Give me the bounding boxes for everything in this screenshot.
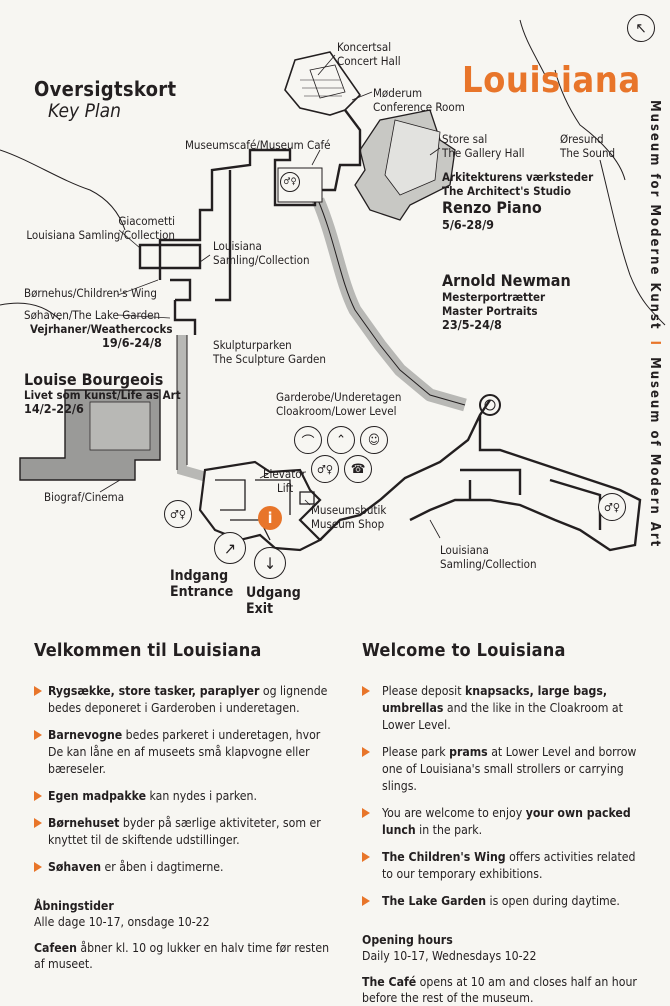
label-bourgeois-subtitle: Livet som kunst/Life as Art [24, 388, 181, 402]
north-wing [210, 109, 362, 207]
coastline-east [599, 159, 666, 326]
danish-item: Egen madpakke kan nydes i parken. [34, 788, 334, 805]
label-arnold-newman: Arnold Newman [442, 271, 571, 290]
coastline-north [519, 19, 626, 181]
danish-item: Rygsække, store tasker, paraplyer og lig… [34, 683, 334, 717]
tagline-separator: I [647, 340, 662, 347]
info-icon: i [258, 506, 282, 530]
stroller-icon: ⌒ [294, 426, 322, 454]
english-item: The Lake Garden is open during daytime. [362, 893, 644, 910]
english-item: The Children's Wing offers activities re… [362, 849, 644, 883]
danish-cafe-note: Cafeen åbner kl. 10 og lukker en halv ti… [34, 941, 330, 971]
english-item: Please park prams at Lower Level and bor… [362, 744, 644, 795]
danish-item: Børnehuset byder på særlige aktiviteter,… [34, 815, 334, 849]
english-column: Welcome to Louisiana Please deposit knap… [362, 640, 644, 1006]
label-childrens-wing: Børnehus/Children's Wing [24, 286, 157, 300]
label-renzo-piano-dates: 5/6-28/9 [442, 217, 495, 232]
label-louise-bourgeois: Louise Bourgeois [24, 370, 164, 389]
entrance-arrow-icon: ↗ [214, 532, 246, 564]
label-bourgeois-dates: 14/2-22/6 [24, 401, 84, 416]
cloakroom-hanger-icon: ⌃ [327, 426, 355, 454]
english-opening-hours: Opening hours Daily 10-17, Wednesdays 10… [362, 933, 537, 963]
east-wing [319, 399, 642, 552]
english-item: Please deposit knapsacks, large bags, um… [362, 683, 644, 734]
label-weathercocks-dates: 19/6-24/8 [102, 335, 162, 350]
map-title-english: Key Plan [48, 100, 121, 122]
label-newman-dates: 23/5-24/8 [442, 317, 502, 332]
tagline-english: Museum of Modern Art [647, 357, 662, 549]
map-title-danish: Oversigtskort [34, 77, 177, 101]
toilets-cafe-icon: ♂♀ [280, 172, 300, 192]
label-cafe: Museumscafé/Museum Café [185, 138, 331, 152]
concert-hall [284, 51, 362, 116]
telephone-icon: ☎ [344, 455, 372, 483]
tagline-danish: Museum for Moderne Kunst [647, 100, 662, 331]
exit-arrow-icon: ↓ [254, 547, 286, 579]
danish-item: Barnevogne bedes parkeret i underetagen,… [34, 727, 334, 778]
english-cafe-note: The Café opens at 10 am and closes half … [362, 975, 637, 1005]
toilets-west-icon: ♂♀ [164, 500, 192, 528]
danish-heading: Velkommen til Louisiana [34, 640, 262, 661]
label-weathercocks: Vejrhaner/Weathercocks [30, 322, 173, 336]
toilets-icon: ♂♀ [311, 455, 339, 483]
danish-column: Velkommen til Louisiana Rygsække, store … [34, 640, 334, 972]
brand-logo: Louisiana [462, 60, 641, 101]
corridor-west [177, 335, 212, 483]
english-heading: Welcome to Louisiana [362, 640, 566, 661]
danish-item: Søhaven er åben i dagtimerne. [34, 859, 334, 876]
contour-west [0, 149, 126, 231]
label-renzo-piano: Renzo Piano [442, 198, 542, 217]
museum-map [0, 19, 666, 552]
contour-west-2 [0, 302, 61, 321]
label-lake-garden: Søhaven/The Lake Garden [24, 308, 161, 322]
toilets-east-icon: ♂♀ [598, 493, 626, 521]
label-cinema: Biograf/Cinema [44, 490, 125, 504]
vertical-tagline: Museum for Moderne Kunst I Museum of Mod… [644, 100, 664, 548]
north-arrow-icon: ↖ [627, 14, 655, 42]
baby-changing-icon: ☺ [360, 426, 388, 454]
english-item: You are welcome to enjoy your own packed… [362, 805, 644, 839]
danish-opening-hours: Åbningstider Alle dage 10-17, onsdage 10… [34, 899, 210, 929]
